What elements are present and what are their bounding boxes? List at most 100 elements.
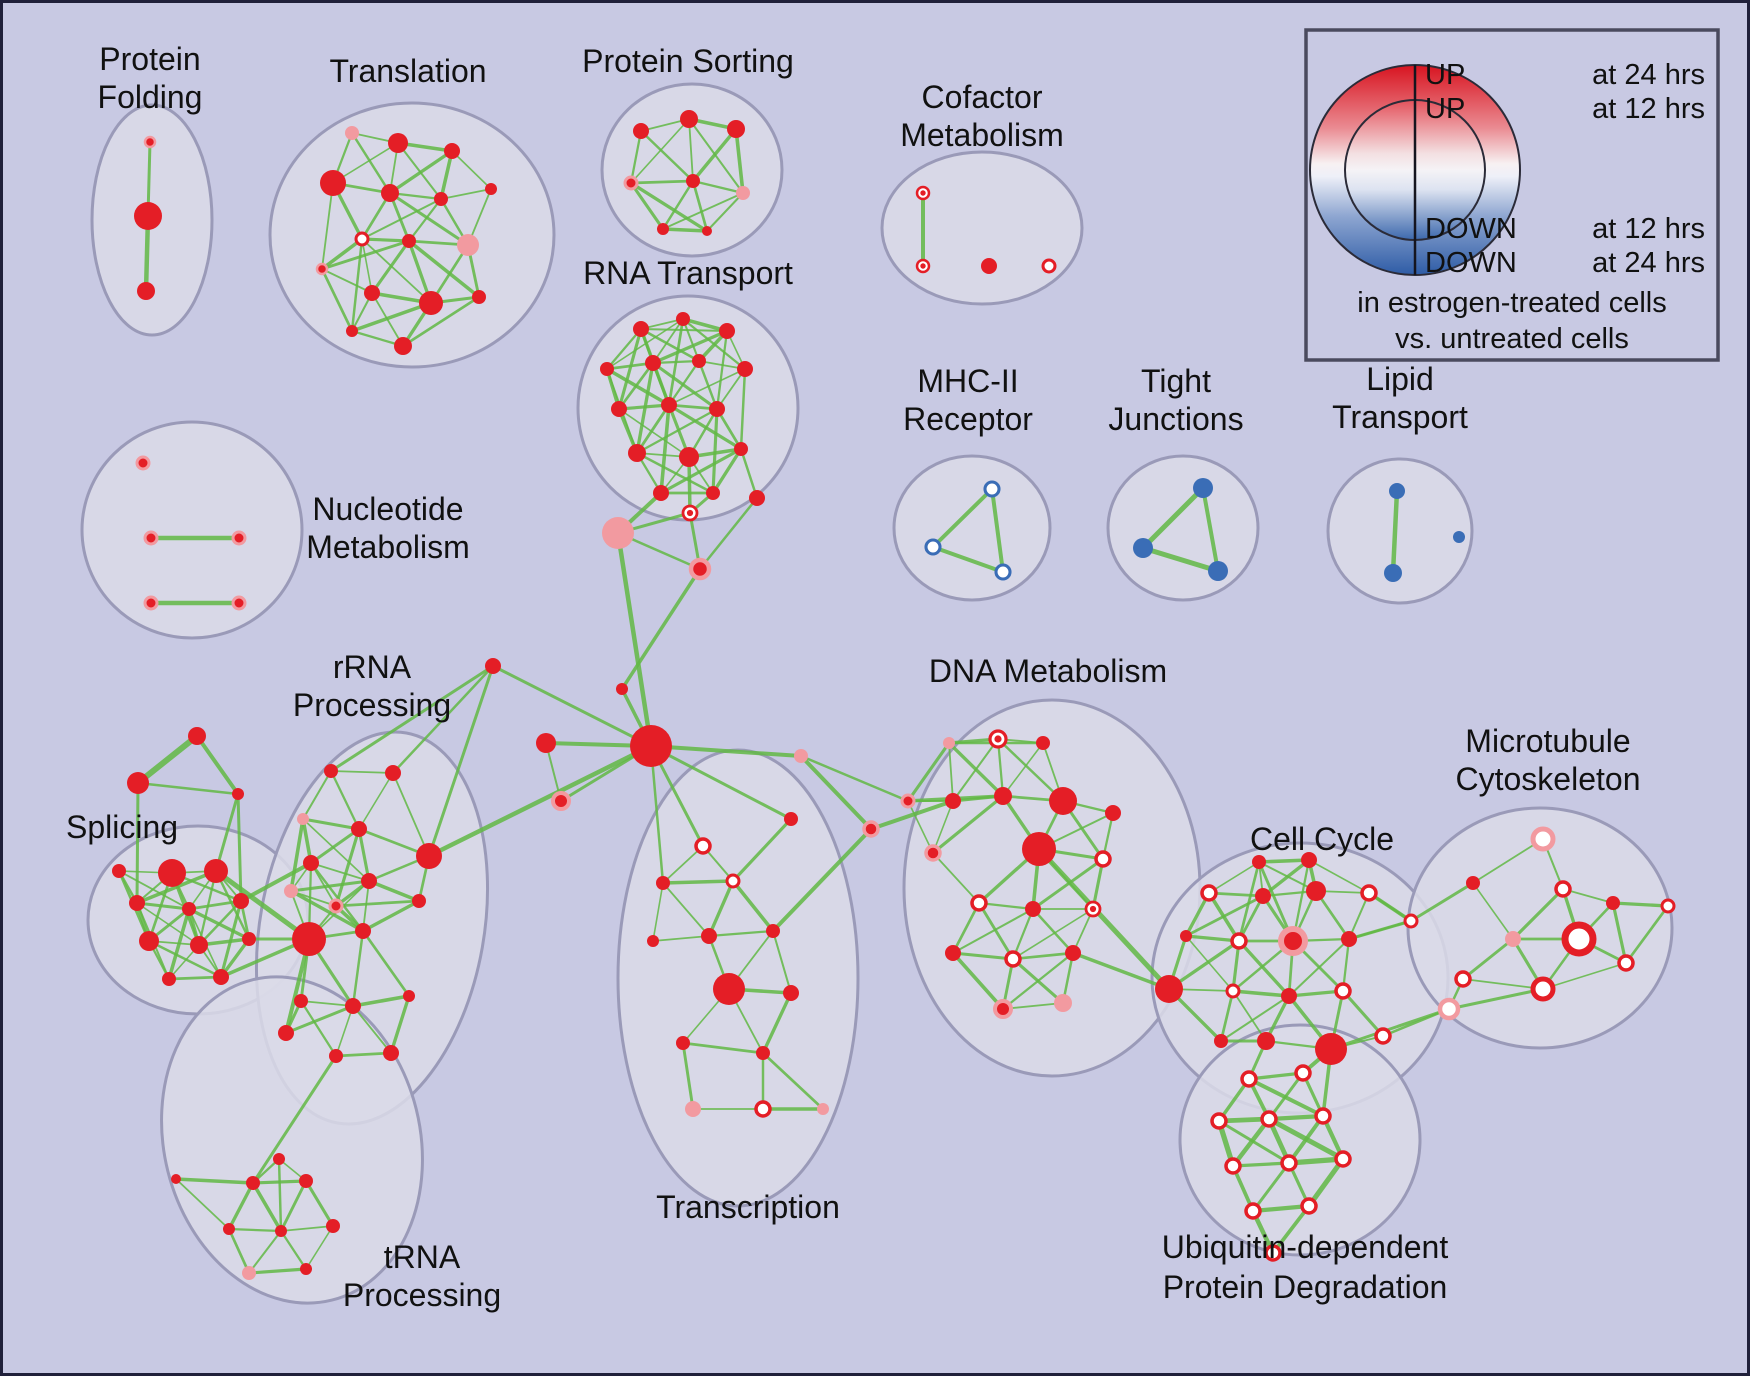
- node-rt10: [709, 401, 725, 417]
- edge-transcription: [681, 1041, 765, 1055]
- edge-transcription: [761, 991, 793, 1055]
- node-d6: [1105, 805, 1121, 821]
- node-d4: [994, 787, 1012, 805]
- edge-link: [491, 664, 653, 748]
- edge-transcription: [707, 879, 735, 938]
- node-m2: [924, 538, 942, 556]
- node-c3: [1301, 852, 1317, 868]
- node-tx5: [701, 928, 717, 944]
- node-mt10: [1660, 898, 1676, 914]
- edge-link: [391, 664, 495, 775]
- node-d10: [970, 894, 988, 912]
- edge-protein-sorting: [629, 179, 695, 185]
- node-n4: [143, 595, 159, 611]
- edge-translation: [440, 188, 492, 200]
- edge-link: [1390, 488, 1400, 576]
- edge-splicing: [197, 899, 243, 947]
- edge-splicing: [219, 899, 243, 979]
- edge-translation: [320, 267, 354, 333]
- edge-rrna: [309, 827, 361, 865]
- node-u10: [1300, 1197, 1318, 1215]
- node-tx11: [685, 1101, 701, 1117]
- edge-transcription: [761, 1051, 825, 1111]
- edge-splicing: [135, 869, 218, 905]
- edge-trna: [304, 1179, 335, 1228]
- node-c19: [1214, 1034, 1228, 1048]
- node-t15: [394, 337, 412, 355]
- edge-rna-transport: [635, 451, 715, 495]
- edge-ubiquitin: [1287, 1114, 1325, 1165]
- edge-trna: [280, 1225, 334, 1232]
- edge-protein-sorting: [639, 129, 695, 183]
- node-sx3: [232, 788, 244, 800]
- cluster-ellipse-nucleotide: [80, 420, 304, 640]
- node-tx1: [694, 837, 712, 855]
- node-rt14: [653, 485, 669, 501]
- node-r1: [324, 764, 338, 778]
- node-ps1: [633, 123, 649, 139]
- edge-splicing: [147, 939, 223, 979]
- node-lp1: [1389, 483, 1405, 499]
- node-u5: [1314, 1107, 1332, 1125]
- node-tr9: [300, 1263, 312, 1275]
- edge-rrna: [289, 879, 371, 893]
- cluster-label-trna: tRNA: [384, 1239, 461, 1275]
- edge-dna: [977, 901, 1015, 961]
- node-mt6: [1454, 970, 1472, 988]
- edge-link: [136, 781, 240, 796]
- edge-protein-sorting: [691, 127, 738, 183]
- node-s5: [233, 893, 249, 909]
- node-r12: [345, 998, 361, 1014]
- edge-link: [213, 868, 312, 942]
- node-n5: [231, 595, 247, 611]
- node-rt15: [706, 486, 720, 500]
- node-s9: [162, 972, 176, 986]
- edge-link: [1348, 920, 1412, 940]
- cluster-label-microtubule: Cytoskeleton: [1456, 761, 1641, 797]
- node-u4: [1260, 1110, 1278, 1128]
- node-r2: [385, 765, 401, 781]
- edge-protein-sorting: [691, 179, 745, 195]
- node-s10: [213, 969, 229, 985]
- edge-link: [329, 664, 495, 773]
- node-lp2: [1384, 564, 1402, 582]
- edge-rrna: [352, 1005, 392, 1054]
- edge-rna-transport: [711, 407, 719, 495]
- node-c8: [1180, 930, 1192, 942]
- edge-protein-sorting: [629, 181, 709, 233]
- edge-link: [649, 744, 665, 885]
- node-tx12: [754, 1100, 772, 1118]
- cluster-ellipse-mhc: [892, 454, 1052, 602]
- node-s6: [139, 931, 159, 951]
- node-t10: [457, 234, 479, 256]
- edge-cell: [1237, 939, 1291, 998]
- edge-ubiquitin: [1286, 1156, 1346, 1166]
- node-ps4: [623, 175, 639, 191]
- edge-translation: [388, 149, 454, 195]
- node-r4: [351, 821, 367, 837]
- cluster-label-mhc: Receptor: [903, 401, 1033, 437]
- edge-link: [799, 754, 873, 831]
- edge-cell: [1261, 858, 1311, 898]
- edge-rrna: [290, 890, 337, 907]
- node-rt13: [734, 442, 748, 456]
- edge-protein-sorting: [705, 191, 745, 233]
- edge-rrna: [330, 770, 394, 774]
- edge-splicing: [197, 869, 218, 947]
- edge-link: [1140, 545, 1221, 574]
- node-r11: [294, 994, 308, 1008]
- edge-link: [620, 567, 702, 691]
- edge-translation: [360, 197, 443, 241]
- edge-rna-transport: [618, 408, 690, 458]
- edge-rrna: [329, 769, 361, 831]
- edge-protein-sorting: [629, 129, 643, 185]
- edge-ubiquitin: [1267, 1071, 1305, 1121]
- cluster-label-splicing: Splicing: [66, 809, 178, 845]
- edge-rna-transport: [668, 368, 746, 406]
- edge-splicing: [187, 899, 243, 911]
- edge-rna-transport: [635, 403, 671, 455]
- edge-link: [799, 754, 910, 803]
- edge-rna-transport: [739, 367, 747, 451]
